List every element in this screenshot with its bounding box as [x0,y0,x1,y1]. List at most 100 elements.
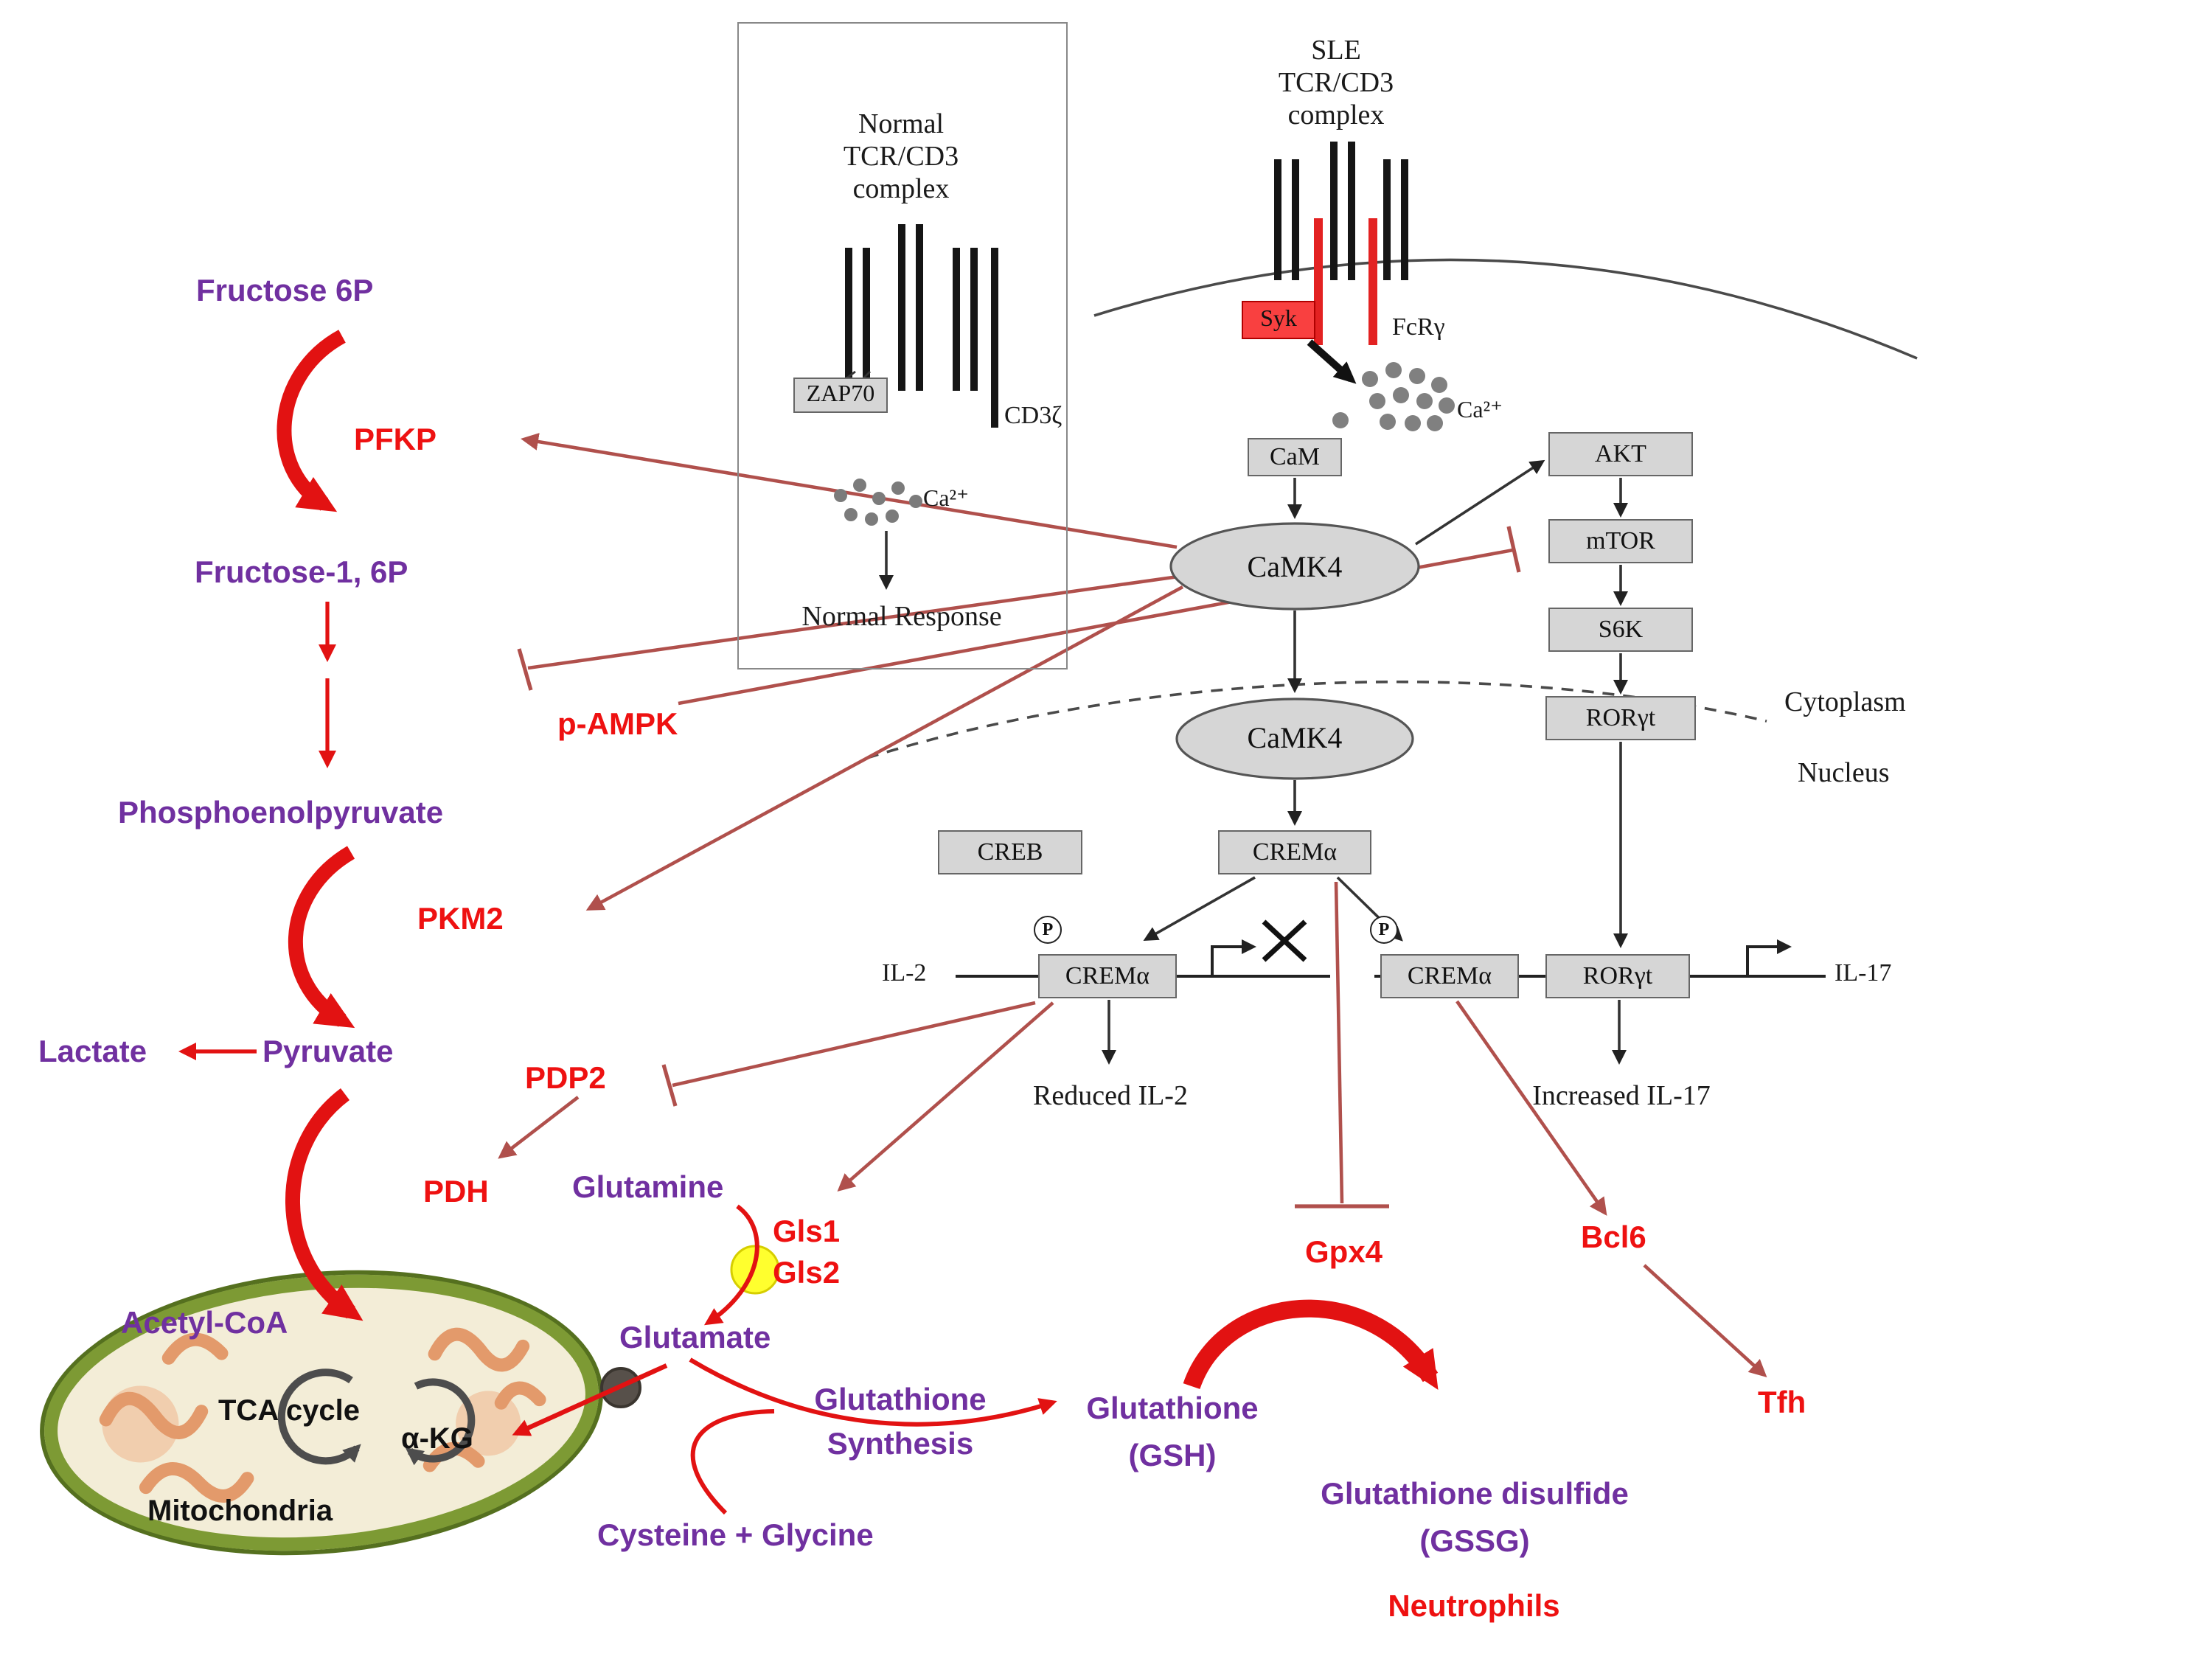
fructose-6p-label: Fructose 6P [196,274,374,308]
pfkp-reaction-arrow [276,330,346,512]
normal-complex-title-line1: Normal [858,109,945,140]
cam-label: CaM [1270,442,1320,470]
phospho-label-il2: P [1042,919,1054,939]
gsh-label-line1: Glutathione [1086,1392,1259,1426]
glutamine-to-glutamate-arrow [703,1204,759,1326]
creb-box: CREB [938,830,1082,874]
phospho-circle-il17: P [1370,916,1398,944]
pdp2-label: PDP2 [525,1062,606,1096]
gssg-label-line2: (GSSG) [1419,1525,1530,1559]
normal-calcium-dots [834,479,922,526]
cd3zeta-chain-bar [991,248,998,428]
glutathione-synthesis-arrow [689,1357,1057,1427]
crema-box: CREMα [1218,830,1371,874]
increased-il17-label: Increased IL-17 [1532,1081,1711,1112]
gssg-label-line1: Glutathione disulfide [1321,1478,1629,1512]
il17-transcription-arrow [1746,939,1792,976]
p-ampk-label: p-AMPK [557,708,678,742]
rorgt-nucleus-box: RORγt [1545,954,1690,998]
rorgt-nucleus-label: RORγt [1582,961,1653,990]
crema-il17-label: CREMα [1407,961,1492,990]
crema-il2-label: CREMα [1065,961,1150,990]
glutathione-synthesis-label-line2: Synthesis [827,1427,974,1461]
pdh-reaction-arrow [285,1088,364,1321]
camk4-to-pampk-line [527,573,1189,670]
pampk-to-mtor-tbar [1506,526,1521,573]
syk-box: Syk [1242,301,1315,339]
s6k-label: S6K [1598,615,1644,643]
mtor-box: mTOR [1548,519,1693,563]
glycolysis-arrows [178,330,364,1321]
nucleus-label: Nucleus [1798,758,1890,789]
acetyl-coa-label: Acetyl-CoA [121,1307,288,1340]
glutamate-to-akg-arrow [512,1363,668,1436]
tca-cycle-label: TCA cycle [218,1395,360,1427]
camk4-cytoplasm-ellipse [1169,522,1420,611]
calcium-label-sle: Ca²⁺ [1457,398,1503,423]
tca-cycle-arrow-right [405,1378,476,1466]
camk4-cytoplasm-label: CaMK4 [1247,551,1343,583]
crema-to-gls-arrow [837,1001,1054,1192]
il2-gene-label: IL-2 [882,959,927,987]
camk4-to-pfkp-arrow [521,433,1178,549]
zap70-box: ZAP70 [793,378,888,413]
glutamine-label: Glutamine [572,1171,724,1205]
normal-tcr-receptor [843,224,998,428]
glutathione-synthesis-label-line1: Glutathione [814,1383,987,1417]
normal-complex-title-line3: complex [852,174,950,205]
sle-tcr-receptor [1274,142,1408,345]
normal-complex-title-line2: TCR/CD3 [843,142,959,173]
rorgt-cytoplasm-box: RORγt [1545,696,1696,740]
pep-label: Phosphoenolpyruvate [118,796,444,830]
crema-il2-box: CREMα [1038,954,1177,998]
fcr-gamma-chain-bar-left [1314,218,1323,345]
fructose-16p-label: Fructose-1, 6P [195,556,408,590]
fcr-gamma-label: FcRγ [1392,313,1445,341]
zap70-label: ZAP70 [806,382,875,407]
akt-box: AKT [1548,432,1693,476]
phospho-circle-il2: P [1034,916,1062,944]
glutamine-arrows [512,1204,1439,1515]
cell-membrane-line [1093,258,1918,360]
gsh-label-line2: (GSH) [1128,1439,1217,1473]
pfkp-label: PFKP [354,423,437,457]
crema-il17-box: CREMα [1380,954,1519,998]
glutamate-label: Glutamate [619,1321,771,1355]
sle-complex-title-line3: complex [1287,100,1385,131]
mitochondria-drawing [40,1270,603,1556]
cam-box: CaM [1248,438,1342,476]
creb-label: CREB [977,838,1043,866]
rorgt-cytoplasm-label: RORγt [1585,703,1656,731]
sle-calcium-dots [1332,362,1455,431]
pkm2-label: PKM2 [417,902,504,936]
akt-label: AKT [1595,439,1646,467]
gsh-to-gssg-arrow [1183,1299,1439,1391]
cd3zeta-label: CD3ζ [1004,401,1062,429]
crema-to-il2-promoter-arrow [1143,876,1256,941]
crema-to-gpx4-line [1334,881,1344,1204]
neutrophils-label: Neutrophils [1388,1590,1560,1624]
normal-response-label: Normal Response [801,602,1002,633]
cytoplasm-label: Cytoplasm [1784,687,1906,718]
phospho-label-il17: P [1378,919,1390,939]
bcl6-label: Bcl6 [1581,1221,1646,1255]
syk-signal-arrow [1307,339,1357,384]
reduced-il2-label: Reduced IL-2 [1033,1081,1188,1112]
gls1-label: Gls1 [773,1215,841,1249]
il17-gene-label: IL-17 [1834,959,1892,987]
camk4-nucleus-ellipse [1175,698,1414,780]
tfh-label: Tfh [1758,1386,1806,1420]
lactate-label: Lactate [38,1035,147,1069]
camk4-to-pkm2-arrow [585,585,1184,911]
gls2-label: Gls2 [773,1256,841,1290]
il2-transcription-arrow [1211,939,1256,976]
cysteine-glycine-label: Cysteine + Glycine [597,1519,874,1553]
calcium-label-normal: Ca²⁺ [923,487,970,512]
pkm2-reaction-arrow [288,846,355,1029]
camk4-nucleus-label: CaMK4 [1247,722,1343,754]
regulatory-lines [498,433,1767,1378]
sle-complex-title-line1: SLE [1311,35,1361,66]
sle-complex-title-line2: TCR/CD3 [1278,68,1394,99]
